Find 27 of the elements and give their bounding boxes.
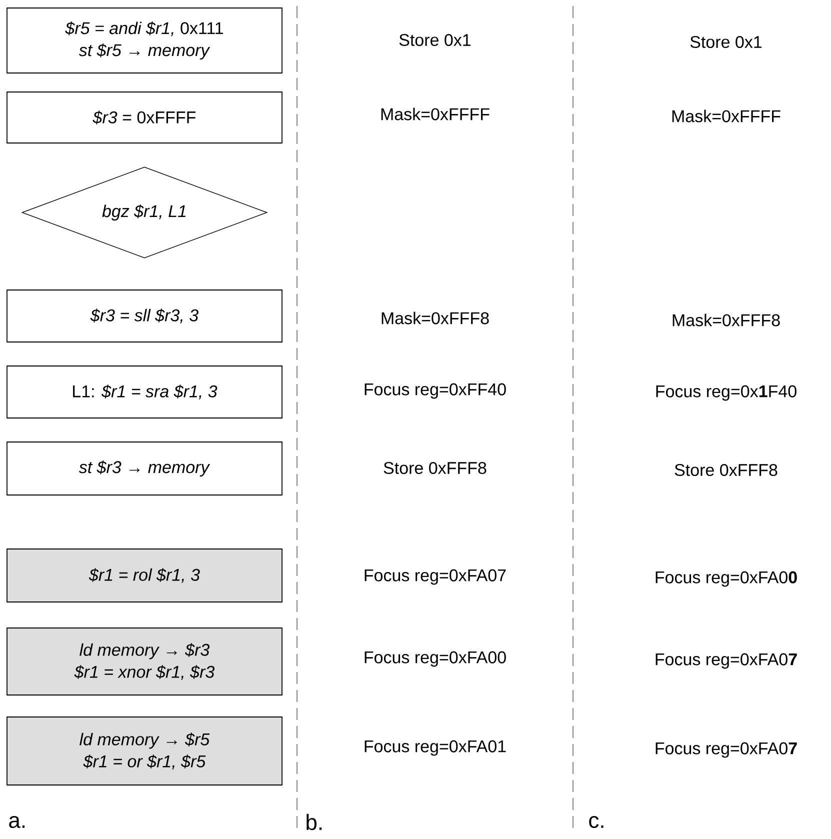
instruction-box: ld memory → $r3 $r1 = xnor $r1, $r3: [6, 628, 282, 696]
register-value: Focus reg=0x1F40: [656, 385, 796, 401]
register-value: Focus reg=0xFA01: [364, 740, 506, 756]
register-value: Focus reg=0xFA07: [656, 742, 797, 758]
instruction-box: ld memory → $r5 $r1 = or $r1, $r5: [6, 716, 282, 786]
panel-label: a.: [9, 816, 25, 828]
instruction-box: L1: $r1 = sra $r1, 3: [6, 366, 282, 418]
register-value: Focus reg=0xFA00: [656, 571, 797, 587]
instruction-box: $r5 = andi $r1, 0x111 st $r5 → memory: [6, 8, 282, 74]
register-value: Mask=0xFFFF: [672, 110, 780, 122]
register-value: Mask=0xFFF8: [672, 314, 780, 326]
register-value: Store 0xFFF8: [674, 464, 778, 476]
panel-label: c.: [589, 816, 604, 828]
panel-label: b.: [306, 814, 322, 830]
instruction-box: st $r3 → memory: [6, 442, 282, 496]
register-value: Store 0x1: [690, 36, 762, 48]
register-value: Focus reg=0xFA00: [364, 651, 506, 667]
register-value: Mask=0xFFFF: [381, 108, 490, 120]
register-value: Store 0xFFF8: [384, 462, 486, 474]
instruction-box: $r3 = sll $r3, 3: [6, 290, 282, 342]
register-value: Mask=0xFFF8: [382, 312, 489, 324]
register-value: Store 0x1: [399, 34, 471, 46]
register-value: Focus reg=0xFA07: [656, 653, 797, 669]
register-value: Focus reg=0xFF40: [364, 383, 506, 399]
instruction-box: $r3 = 0xFFFF: [6, 92, 282, 144]
register-value: Focus reg=0xFA07: [364, 569, 506, 585]
instruction-box: $r1 = rol $r1, 3: [6, 548, 282, 602]
